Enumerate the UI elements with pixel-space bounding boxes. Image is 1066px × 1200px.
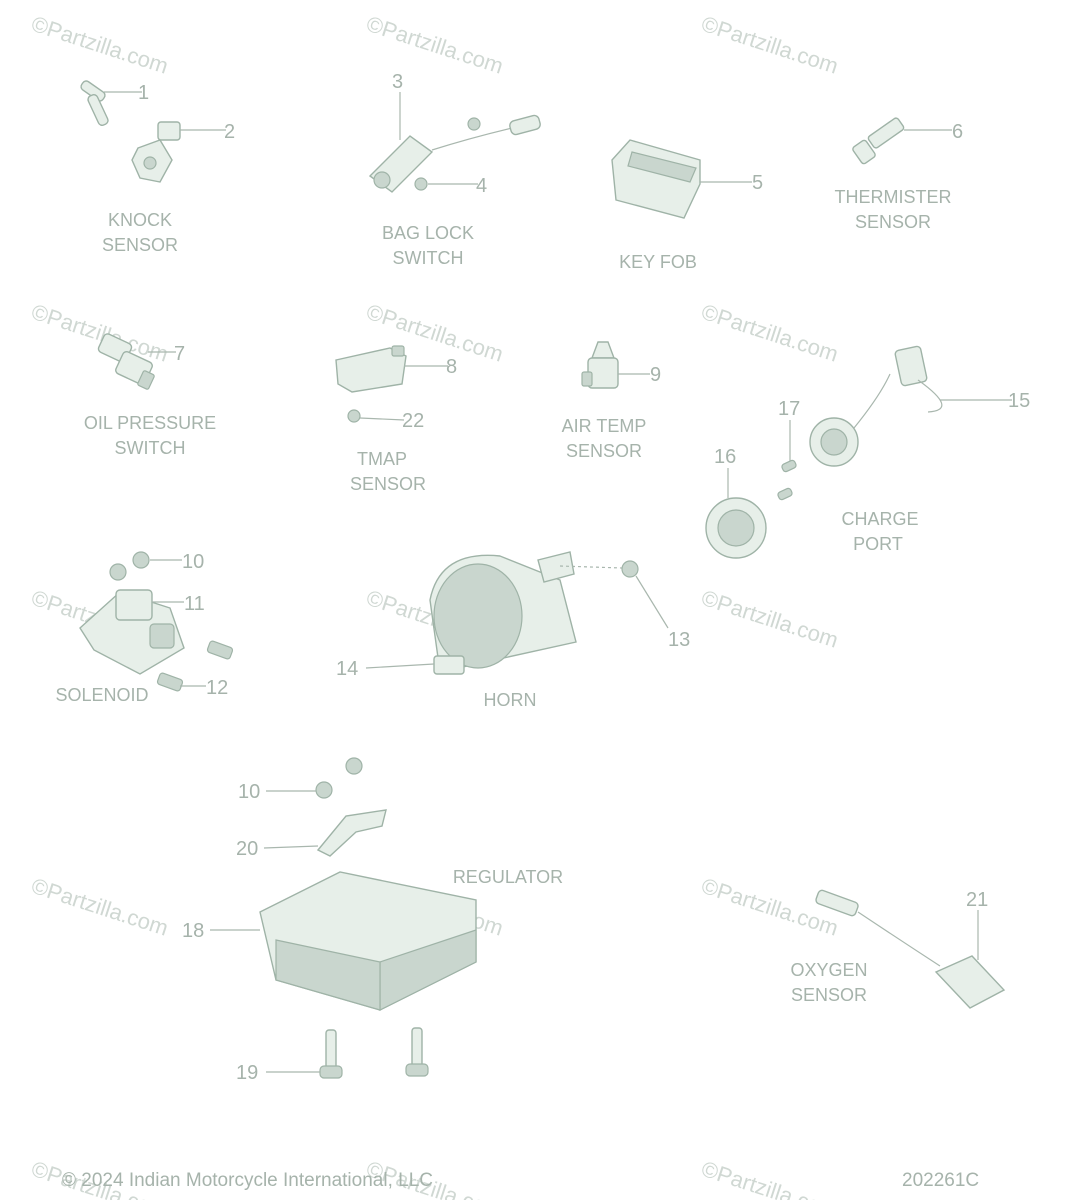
watermark: ©Partzilla.com	[28, 11, 171, 79]
watermark: ©Partzilla.com	[28, 299, 171, 367]
part-18-regulator[interactable]: 18	[182, 871, 477, 1011]
part-21-oxygen-sensor[interactable]: 21	[815, 889, 1006, 1009]
part-3-bag-lock-switch[interactable]: 3	[368, 71, 541, 193]
callout-6: 6	[952, 121, 963, 143]
part-6-thermister-sensor[interactable]: 6	[852, 117, 963, 165]
part-22-screw[interactable]: 22	[347, 409, 424, 432]
callout-16: 16	[714, 446, 736, 468]
part-7-oil-pressure-switch[interactable]: 7	[97, 333, 185, 390]
part-1-bolt[interactable]: 1	[79, 79, 149, 126]
part-8-tmap-sensor[interactable]: 8	[335, 345, 457, 393]
part-19-bolts[interactable]: 19	[236, 1027, 429, 1084]
callout-4: 4	[476, 175, 487, 197]
watermark: ©Partzilla.com	[698, 873, 841, 941]
part-13-nut[interactable]: 13	[559, 560, 690, 651]
part-5-key-fob[interactable]: 5	[611, 139, 763, 219]
callout-20: 20	[236, 838, 258, 860]
callout-10b: 10	[238, 781, 260, 803]
watermark: ©Partzilla.com	[698, 1156, 841, 1200]
label-regulator: REGULATOR	[453, 867, 563, 887]
callout-7: 7	[174, 343, 185, 365]
callout-18: 18	[182, 920, 204, 942]
callout-21: 21	[966, 889, 988, 911]
part-20-bracket[interactable]: 20	[236, 809, 387, 860]
watermark: ©Partzilla.com	[698, 11, 841, 79]
part-14-horn[interactable]: 14	[336, 551, 577, 680]
callout-13: 13	[668, 629, 690, 651]
callout-12: 12	[206, 677, 228, 699]
part-16-cap[interactable]: 16	[705, 446, 767, 559]
label-key-fob: KEY FOB	[619, 252, 697, 272]
watermark: ©Partzilla.com	[698, 585, 841, 653]
label-horn: HORN	[484, 690, 537, 710]
part-12-bolts[interactable]: 12	[156, 640, 234, 699]
part-10-nuts-regulator[interactable]: 10	[238, 757, 363, 803]
part-4-screw[interactable]: 4	[414, 175, 487, 197]
callout-9: 9	[650, 364, 661, 386]
part-9-air-temp-sensor[interactable]: 9	[581, 341, 661, 389]
watermark: ©Partzilla.com	[363, 11, 506, 79]
callout-10a: 10	[182, 551, 204, 573]
watermark: ©Partzilla.com	[698, 299, 841, 367]
callout-1: 1	[138, 82, 149, 104]
callout-22: 22	[402, 410, 424, 432]
part-2-knock-sensor[interactable]: 2	[131, 121, 235, 183]
callout-15: 15	[1008, 390, 1030, 412]
callout-8: 8	[446, 356, 457, 378]
label-solenoid: SOLENOID	[55, 685, 148, 705]
callout-11: 11	[184, 593, 205, 615]
callout-17: 17	[778, 398, 800, 420]
copyright-text: © 2024 Indian Motorcycle International, …	[62, 1170, 433, 1191]
part-10-nuts[interactable]: 10	[109, 551, 204, 581]
callout-19: 19	[236, 1062, 258, 1084]
callout-14: 14	[336, 658, 358, 680]
part-15-charge-port[interactable]: 15	[809, 345, 1030, 467]
part-17-screws[interactable]: 17	[777, 398, 800, 501]
watermark: ©Partzilla.com	[28, 873, 171, 941]
part-11-solenoid[interactable]: 11	[79, 589, 205, 675]
callout-5: 5	[752, 172, 763, 194]
diagram-id: 202261C	[902, 1170, 979, 1191]
callout-3: 3	[392, 71, 403, 93]
callout-2: 2	[224, 121, 235, 143]
